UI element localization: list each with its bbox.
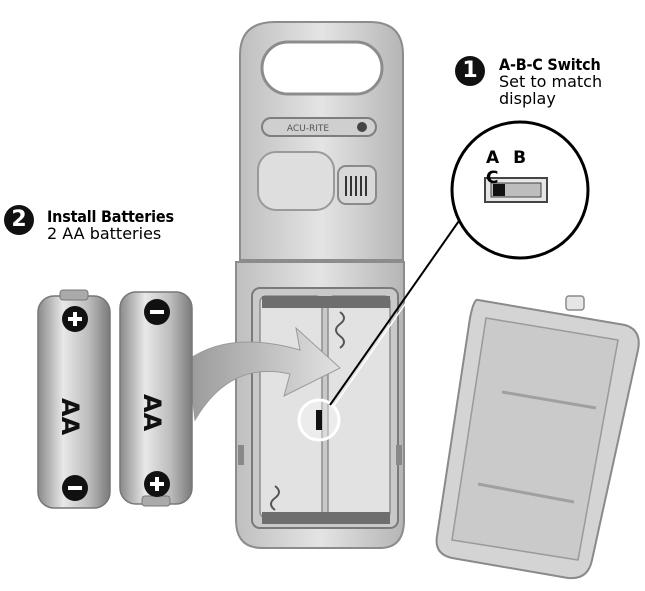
switch-position-labels: A B C — [486, 148, 531, 188]
sensor-device: ACU-RITE — [235, 21, 405, 549]
step-number-badge: 1 — [455, 56, 485, 86]
battery-label: AA — [138, 394, 166, 432]
insert-arrow — [187, 326, 341, 422]
sensor-window — [257, 151, 335, 211]
step-1-desc-line1: Set to match — [499, 72, 603, 91]
step-2-desc: 2 AA batteries — [47, 224, 162, 243]
brand-logo-text: ACU-RITE — [287, 124, 330, 134]
switch-callout — [297, 120, 590, 442]
battery-cover — [435, 295, 640, 580]
step-number-badge: 2 — [4, 205, 34, 235]
battery-left — [37, 289, 111, 509]
step-1-title: A-B-C Switch — [499, 55, 601, 74]
step-1-desc-line2: display — [499, 89, 556, 108]
brand-plate — [261, 117, 377, 137]
cover-latch — [565, 295, 585, 311]
battery-label: AA — [56, 398, 84, 436]
hanging-loop-hole — [260, 40, 384, 96]
switch-slider — [493, 184, 505, 196]
step-2-title: Install Batteries — [47, 207, 174, 226]
switch-location-marker — [316, 410, 322, 430]
battery-right — [119, 291, 193, 507]
